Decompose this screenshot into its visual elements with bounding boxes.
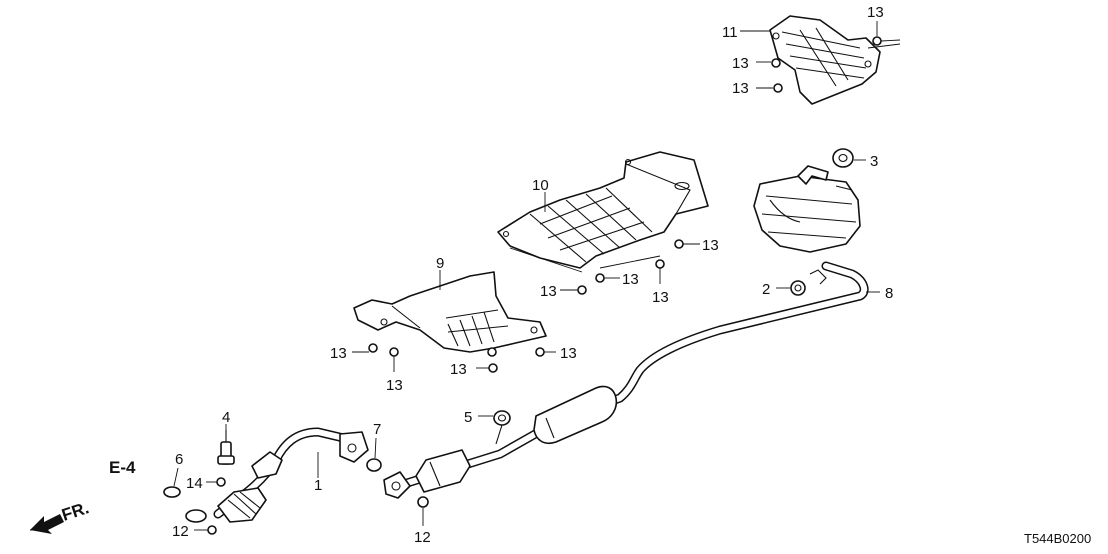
oxygen-sensor-part-4	[217, 430, 235, 465]
callout-2[interactable]: 2	[762, 281, 770, 298]
heat-shield-center-part-10	[497, 151, 709, 269]
muffler-part-8	[383, 165, 869, 499]
callout-13-front-c[interactable]: 13	[450, 361, 467, 378]
callout-13-upper-left-a[interactable]: 13	[732, 55, 749, 72]
exhaust-mounting-rubber-part-5	[493, 410, 511, 445]
callout-13-front-d[interactable]: 13	[560, 345, 577, 362]
callout-12-center[interactable]: 12	[414, 529, 431, 546]
callout-13-center-right[interactable]: 13	[702, 237, 719, 254]
callout-12-left[interactable]: 12	[172, 523, 189, 540]
callout-3[interactable]: 3	[870, 153, 878, 170]
gasket-part-6	[163, 486, 181, 498]
flange-nut-part-14	[216, 477, 226, 487]
callout-1[interactable]: 1	[314, 477, 322, 494]
heat-shield-front-part-9	[353, 271, 547, 353]
flange-nut-13-group-c	[368, 343, 545, 373]
flange-nut-13-group-b	[577, 239, 684, 295]
flange-nut-13-group-a	[771, 36, 882, 93]
direction-label: FR.	[59, 498, 91, 525]
callout-8[interactable]: 8	[885, 285, 893, 302]
self-locking-nut-part-12-left	[207, 525, 217, 535]
self-locking-nut-part-12-center	[417, 496, 429, 508]
callout-13-front-a[interactable]: 13	[330, 345, 347, 362]
gasket-part-7	[366, 458, 382, 472]
callout-13-center-c[interactable]: 13	[652, 289, 669, 306]
heat-shield-muffler-part-11	[769, 15, 881, 105]
exhaust-pipe-a-part-1	[185, 427, 369, 523]
callout-13-center-d[interactable]: 13	[540, 283, 557, 300]
callout-9[interactable]: 9	[436, 255, 444, 272]
exhaust-mounting-rubber-part-3	[832, 148, 854, 168]
callout-13-center-b[interactable]: 13	[622, 271, 639, 288]
callout-13-upper-left-b[interactable]: 13	[732, 80, 749, 97]
callout-13-front-b[interactable]: 13	[386, 377, 403, 394]
front-direction-arrow-icon	[30, 514, 64, 534]
callout-6[interactable]: 6	[175, 451, 183, 468]
diagram-ref-code: T544B0200	[1024, 531, 1091, 546]
callout-4[interactable]: 4	[222, 409, 230, 426]
section-ref-label[interactable]: E-4	[109, 458, 136, 477]
callout-10[interactable]: 10	[532, 177, 549, 194]
callout-5[interactable]: 5	[464, 409, 472, 426]
callout-13-top[interactable]: 13	[867, 4, 884, 21]
callout-11[interactable]: 11	[722, 24, 738, 41]
exhaust-mounting-rubber-part-2	[790, 280, 806, 296]
callout-14[interactable]: 14	[186, 475, 203, 492]
callout-7[interactable]: 7	[373, 421, 381, 438]
